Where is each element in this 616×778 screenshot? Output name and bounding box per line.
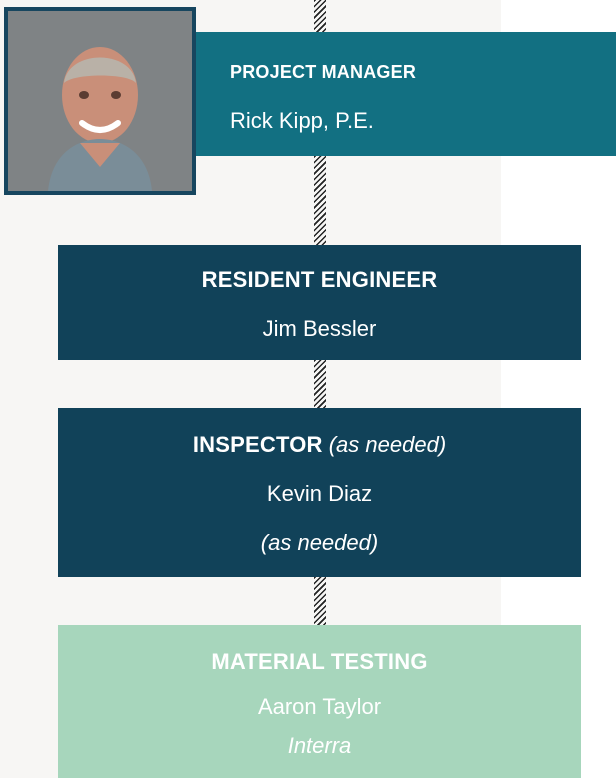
material-testing-title: MATERIAL TESTING bbox=[211, 649, 428, 674]
inspector-title: INSPECTOR bbox=[192, 432, 323, 457]
connector-resident-engineer-to-inspector bbox=[314, 360, 326, 408]
project-manager-name: Rick Kipp, P.E. bbox=[230, 108, 374, 133]
resident-engineer-title: RESIDENT ENGINEER bbox=[201, 267, 438, 292]
material-testing-company: Interra bbox=[287, 733, 352, 758]
inspector-note: (as needed) bbox=[260, 530, 379, 555]
resident-engineer-name: Jim Bessler bbox=[262, 316, 377, 341]
project-manager-card: PROJECT MANAGER Rick Kipp, P.E. bbox=[170, 32, 616, 156]
inspector-title-note-text: (as needed) bbox=[328, 432, 447, 457]
inspector-name: Kevin Diaz bbox=[266, 481, 373, 506]
connector-top-to-pm bbox=[314, 0, 326, 32]
inspector-title-line: INSPECTOR (as needed) bbox=[58, 432, 581, 458]
inspector-title-note: (as needed) bbox=[329, 432, 446, 457]
project-manager-photo bbox=[4, 7, 196, 195]
person-portrait-icon bbox=[8, 11, 192, 191]
inspector-card: INSPECTOR (as needed) Kevin Diaz (as nee… bbox=[58, 408, 581, 577]
connector-inspector-to-material-testing bbox=[314, 577, 326, 625]
project-manager-title: PROJECT MANAGER bbox=[230, 62, 417, 82]
material-testing-card: MATERIAL TESTING Aaron Taylor Interra bbox=[58, 625, 581, 778]
connector-pm-to-resident-engineer bbox=[314, 156, 326, 245]
resident-engineer-card: RESIDENT ENGINEER Jim Bessler bbox=[58, 245, 581, 360]
material-testing-name: Aaron Taylor bbox=[257, 694, 382, 719]
